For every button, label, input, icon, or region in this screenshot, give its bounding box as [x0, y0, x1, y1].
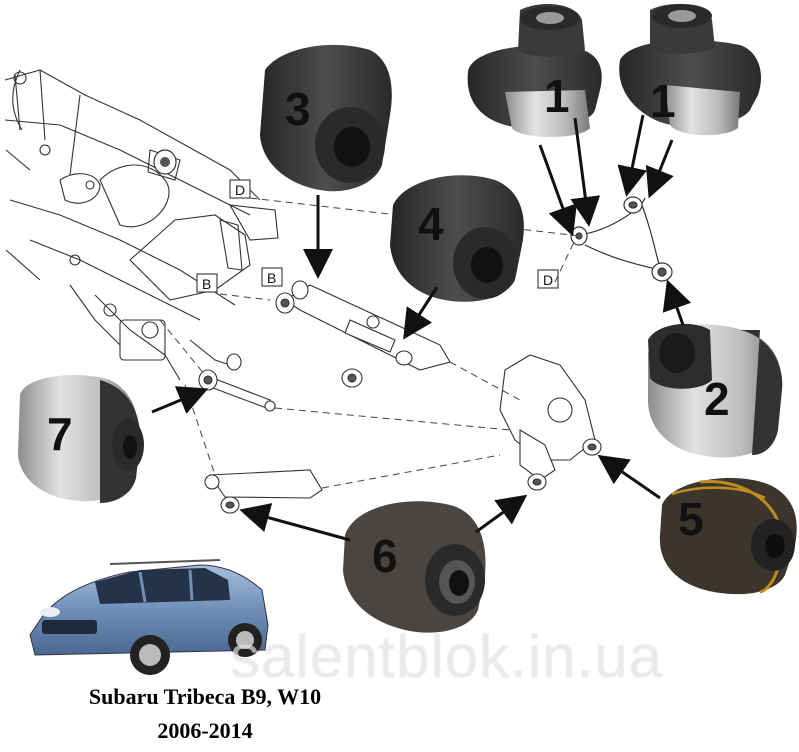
bushing-6 — [343, 501, 486, 633]
marker-d-upper: D — [229, 179, 251, 199]
pointer-arrows — [151, 114, 692, 542]
marker-b-left-label: B — [202, 276, 211, 292]
watermark-text: salentblok.in.ua — [230, 623, 663, 690]
bushing-3 — [260, 44, 392, 192]
marker-d-right: D — [537, 269, 559, 289]
bushing-7-label: 7 — [47, 408, 73, 460]
arrow-1a-to-arm — [538, 144, 577, 237]
upper-arm-drawing — [570, 196, 673, 282]
bushing-4 — [390, 175, 524, 302]
car-picture — [29, 559, 269, 675]
rear-subframe-drawing — [4, 69, 279, 381]
lower-link-drawing — [204, 469, 323, 514]
marker-d-upper-label: D — [235, 182, 245, 198]
marker-b-middle: B — [261, 267, 283, 287]
bushing-1-left-label: 1 — [544, 70, 570, 122]
bushing-2-label: 2 — [704, 373, 730, 425]
caption-model: Subaru Tribeca B9, W10 — [88, 684, 322, 709]
bushing-6-label: 6 — [372, 530, 398, 582]
bushing-4-label: 4 — [418, 198, 444, 250]
caption-years: 2006-2014 — [157, 718, 253, 743]
marker-d-right-label: D — [543, 272, 553, 288]
bushing-3-label: 3 — [285, 83, 311, 135]
bushing-1-left — [467, 4, 602, 137]
bushing-5 — [659, 477, 797, 595]
caption: Subaru Tribeca B9, W10 2006-2014 — [60, 680, 350, 748]
knuckle-drawing — [499, 354, 602, 491]
marker-b-left: B — [196, 273, 218, 293]
lateral-link-drawing — [198, 353, 276, 412]
lower-arm-drawing — [275, 280, 451, 388]
bushing-2 — [648, 323, 783, 458]
bushing-7 — [18, 375, 144, 503]
bushing-1-right-label: 1 — [650, 75, 676, 127]
bushing-1-right — [619, 4, 761, 136]
subframe-bushing — [153, 149, 177, 175]
marker-b-middle-label: B — [267, 270, 276, 286]
bushing-5-label: 5 — [678, 493, 704, 545]
